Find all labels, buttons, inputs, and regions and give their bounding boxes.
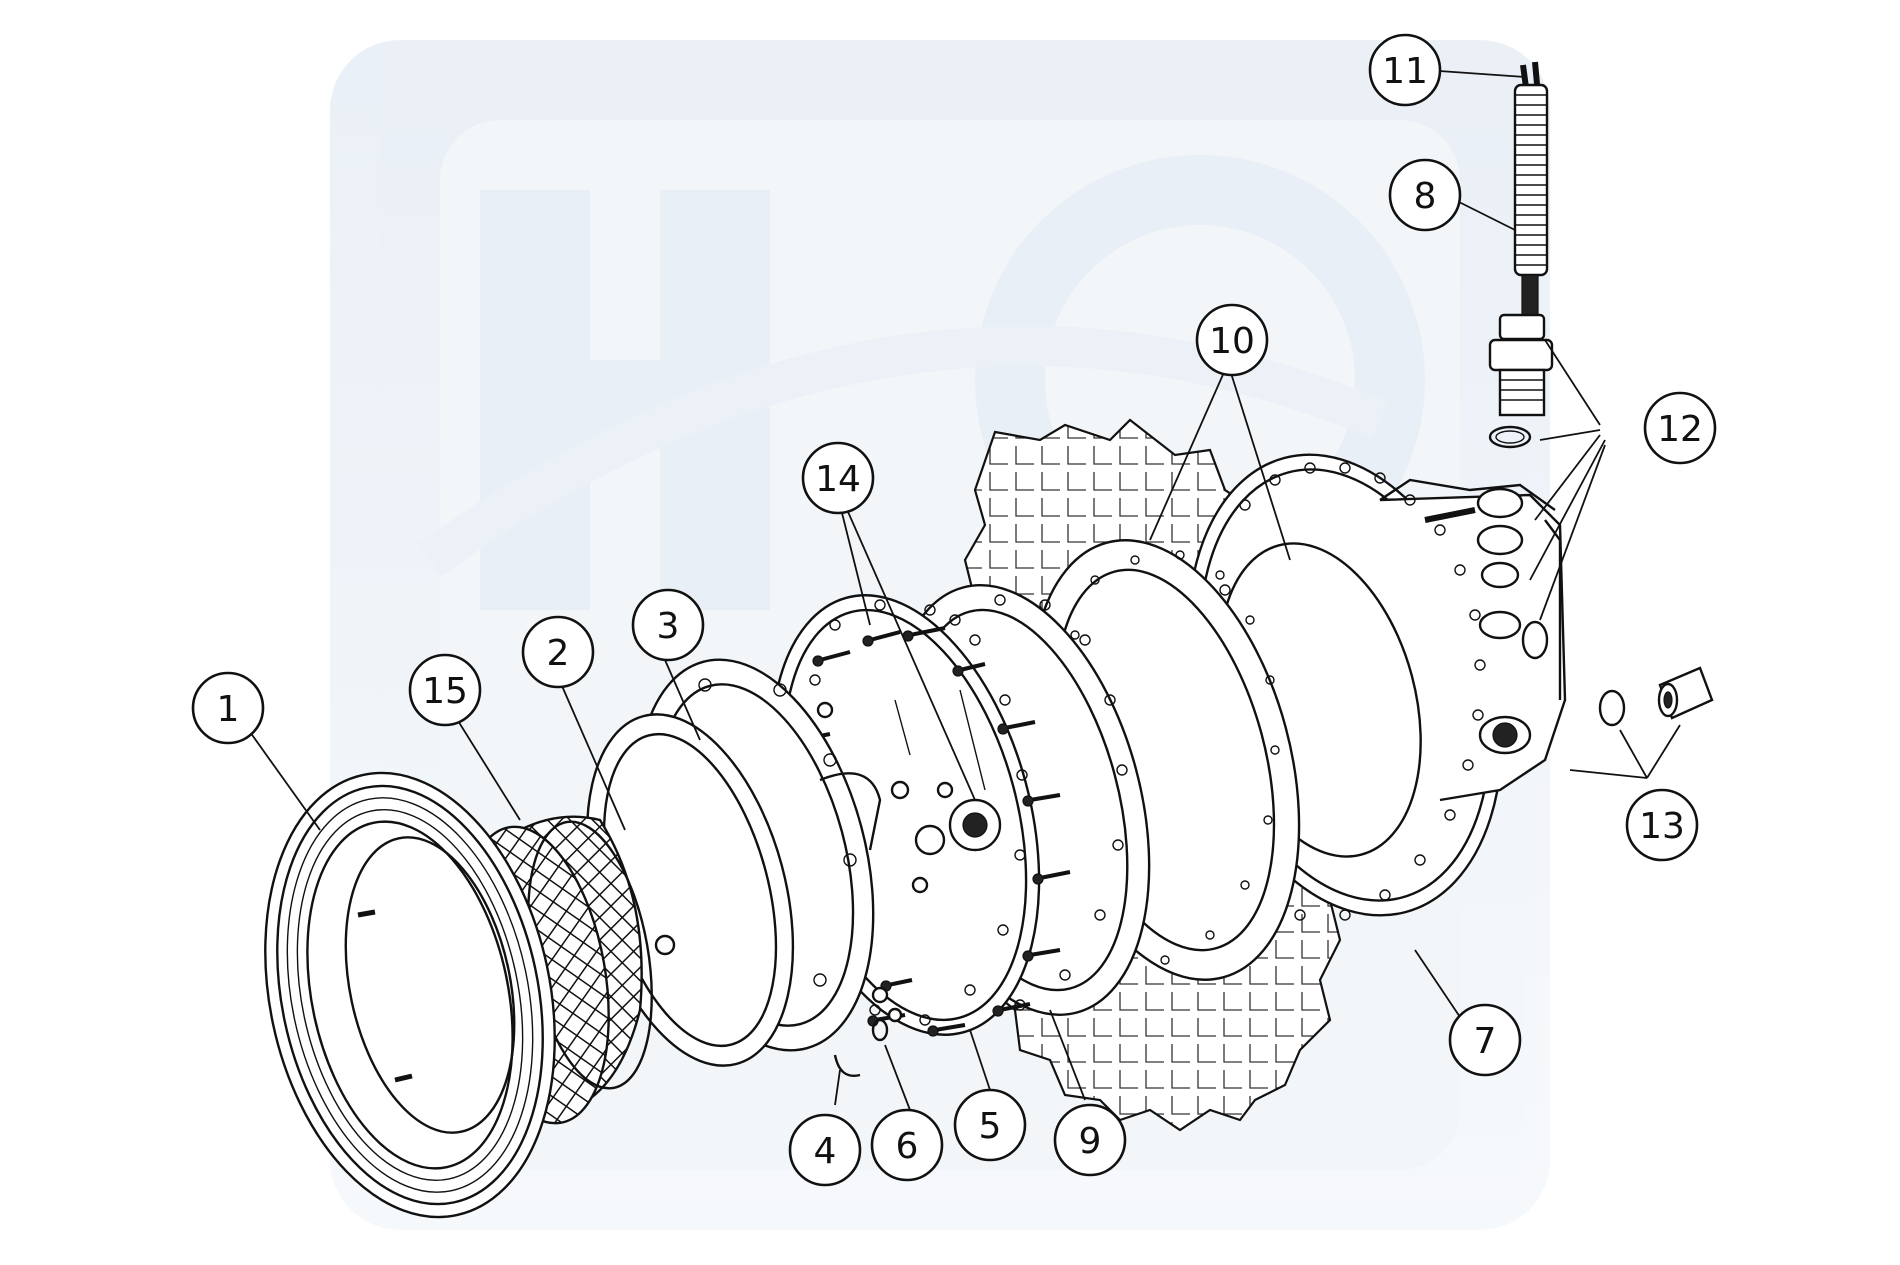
callout-2: 2	[521, 615, 595, 689]
callout-label: 2	[547, 633, 570, 674]
callout-label: 7	[1474, 1021, 1497, 1062]
part-12-fitting	[1488, 313, 1554, 449]
callout-11: 11	[1368, 33, 1442, 107]
callout-label: 11	[1382, 51, 1428, 92]
callout-4: 4	[788, 1113, 862, 1187]
callout-label: 3	[657, 606, 680, 647]
callout-14: 14	[801, 441, 875, 515]
part-4-clip	[833, 1054, 861, 1077]
callout-label: 6	[896, 1126, 919, 1167]
callout-label: 13	[1639, 806, 1685, 847]
callout-label: 12	[1657, 409, 1703, 450]
callout-label: 8	[1414, 176, 1437, 217]
callout-3: 3	[631, 588, 705, 662]
callout-8: 8	[1388, 158, 1462, 232]
part-1-front-bezel	[264, 771, 556, 1219]
part-13-plug	[1598, 666, 1714, 727]
callout-label: 1	[217, 689, 240, 730]
callout-label: 14	[815, 459, 861, 500]
callout-label: 9	[1079, 1121, 1102, 1162]
callout-12: 12	[1643, 391, 1717, 465]
callout-13: 13	[1625, 788, 1699, 862]
callout-label: 15	[422, 671, 468, 712]
callout-1: 1	[191, 671, 265, 745]
callout-label: 10	[1209, 321, 1255, 362]
callout-label: 4	[814, 1131, 837, 1172]
leader-lines	[244, 69, 1681, 1111]
callout-7: 7	[1448, 1003, 1522, 1077]
callout-label: 5	[979, 1106, 1002, 1147]
callout-15: 15	[408, 653, 482, 727]
part-8-cable-gland	[1513, 61, 1549, 316]
callout-5: 5	[953, 1088, 1027, 1162]
callout-10: 10	[1195, 303, 1269, 377]
part-6-washer	[871, 1018, 889, 1042]
part-7-housing	[1186, 453, 1567, 921]
callout-6: 6	[870, 1108, 944, 1182]
callout-9: 9	[1053, 1103, 1127, 1177]
